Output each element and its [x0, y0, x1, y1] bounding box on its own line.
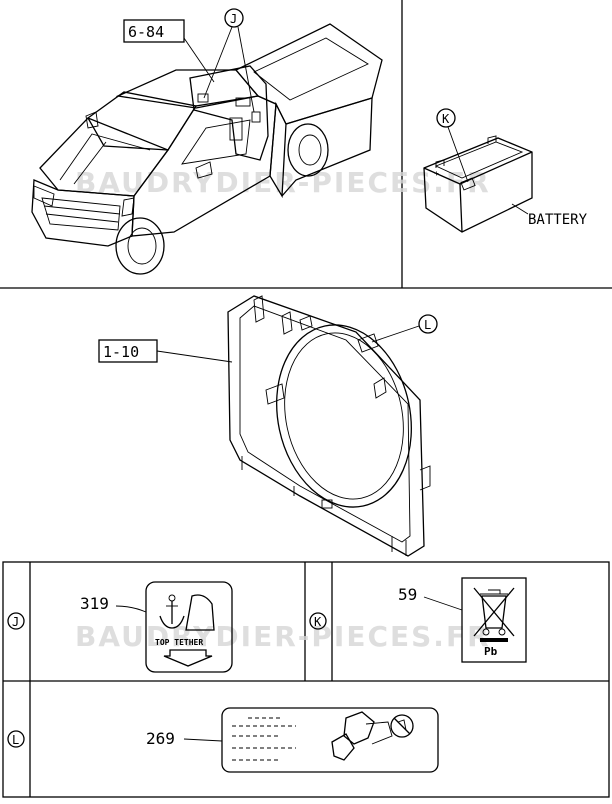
table-row-j: J 319 TOP TETHER	[7, 581, 233, 673]
callout-k-battery-letter: K	[442, 112, 450, 126]
callout-j-truck: J	[203, 8, 255, 113]
battery-label: BATTERY	[528, 212, 588, 228]
pb-text: Pb	[484, 645, 498, 658]
callout-6-84: 6-84	[123, 19, 215, 83]
callout-l-shroud-letter: L	[424, 318, 431, 332]
battery-drawing: +	[423, 135, 533, 233]
watermark-bottom: BAUDRYDIER-PIECES.FR	[75, 620, 491, 653]
callout-j-truck-letter: J	[230, 12, 237, 26]
warning-label	[221, 707, 439, 773]
row-j-part-number: 319	[80, 594, 109, 613]
callout-1-10-text: 1-10	[103, 343, 139, 361]
row-k-part-number: 59	[398, 585, 417, 604]
top-tether-label: TOP TETHER	[145, 581, 233, 673]
fan-shroud-drawing	[227, 295, 431, 557]
callout-battery: BATTERY	[511, 203, 588, 228]
callout-6-84-text: 6-84	[128, 23, 164, 41]
pickup-truck-drawing	[31, 23, 383, 275]
callout-k-battery: K	[436, 108, 469, 183]
row-j-key: J	[12, 615, 19, 629]
table-row-l: L 269	[7, 707, 439, 773]
table-row-k: K 59 Pb	[309, 577, 527, 663]
row-k-key: K	[314, 615, 322, 629]
callout-l-shroud: L	[371, 314, 438, 343]
row-l-part-number: 269	[146, 729, 175, 748]
recycle-bin-label: Pb	[461, 577, 527, 663]
svg-text:+: +	[434, 169, 439, 178]
callout-1-10: 1-10	[98, 339, 233, 363]
row-l-key: L	[12, 733, 19, 747]
top-tether-text: TOP TETHER	[155, 638, 203, 647]
